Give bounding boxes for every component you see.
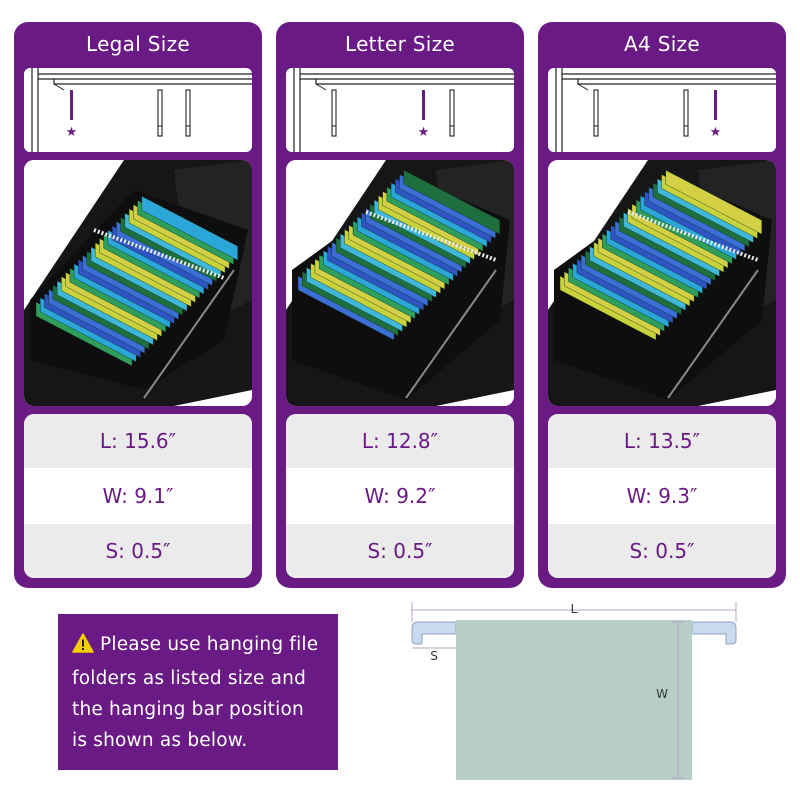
star-icon: ★ bbox=[710, 125, 722, 140]
a4-size-card: A4 Size ★ L: 13.5″ W: 9.3″ S: 0.5″ bbox=[538, 22, 786, 588]
hanging-folders bbox=[297, 169, 500, 341]
bar-slot bbox=[683, 89, 689, 137]
card-title: Letter Size bbox=[344, 32, 456, 56]
drawer-photo bbox=[286, 160, 514, 406]
width-label: W bbox=[656, 687, 668, 701]
hanging-bar-position-diagram: ★ bbox=[548, 68, 776, 152]
hanging-bar-position-diagram: ★ bbox=[286, 68, 514, 152]
right-hook bbox=[691, 621, 737, 645]
left-hook bbox=[411, 621, 457, 645]
spacing-value: S: 0.5″ bbox=[548, 524, 776, 578]
bar-slot bbox=[185, 89, 191, 137]
hanging-bar-marker bbox=[70, 90, 73, 120]
length-value: L: 13.5″ bbox=[548, 414, 776, 468]
drawer-rail bbox=[38, 73, 252, 85]
hanging-bar-marker bbox=[714, 90, 717, 120]
length-label: L bbox=[571, 602, 578, 616]
dimension-table: L: 15.6″ W: 9.1″ S: 0.5″ bbox=[24, 414, 252, 578]
hanging-bar-marker bbox=[422, 90, 425, 120]
drawer-slide bbox=[143, 269, 235, 399]
width-value: W: 9.2″ bbox=[286, 468, 514, 524]
width-value: W: 9.1″ bbox=[24, 468, 252, 524]
length-value: L: 12.8″ bbox=[286, 414, 514, 468]
letter-size-card: Letter Size ★ L: 12.8″ W: 9.2″ S: 0.5″ bbox=[276, 22, 524, 588]
drawer-photo bbox=[548, 160, 776, 406]
card-title: Legal Size bbox=[85, 32, 190, 56]
card-title: A4 Size bbox=[624, 32, 700, 56]
length-value: L: 15.6″ bbox=[24, 414, 252, 468]
bar-slot bbox=[331, 89, 337, 137]
legal-size-card: Legal Size ★ L: 15.6″ W: 9.1″ S: 0.5″ bbox=[14, 22, 262, 588]
hanging-bar-position-diagram: ★ bbox=[24, 68, 252, 152]
bar-slot bbox=[449, 89, 455, 137]
spacing-value: S: 0.5″ bbox=[286, 524, 514, 578]
spacing-label: S bbox=[430, 649, 438, 663]
drawer-slide bbox=[667, 269, 759, 399]
drawer-rail bbox=[562, 73, 776, 85]
dimension-table: L: 12.8″ W: 9.2″ S: 0.5″ bbox=[286, 414, 514, 578]
dimension-table: L: 13.5″ W: 9.3″ S: 0.5″ bbox=[548, 414, 776, 578]
hanging-rail bbox=[93, 228, 225, 280]
drawer-rail bbox=[300, 73, 514, 85]
star-icon: ★ bbox=[66, 125, 78, 140]
drawer-slide bbox=[405, 269, 497, 399]
hanging-rail bbox=[365, 210, 497, 262]
drawer-photo bbox=[24, 160, 252, 406]
warning-icon bbox=[72, 632, 94, 663]
note-text: Please use hanging file folders as liste… bbox=[72, 634, 319, 751]
spacing-value: S: 0.5″ bbox=[24, 524, 252, 578]
hanging-rail bbox=[627, 210, 759, 262]
folder-dimension-diagram: L S W bbox=[411, 602, 737, 780]
star-icon: ★ bbox=[418, 125, 430, 140]
bar-slot bbox=[593, 89, 599, 137]
folder-body bbox=[456, 620, 692, 780]
bar-slot bbox=[157, 89, 163, 137]
width-value: W: 9.3″ bbox=[548, 468, 776, 524]
usage-note: Please use hanging file folders as liste… bbox=[58, 614, 338, 770]
